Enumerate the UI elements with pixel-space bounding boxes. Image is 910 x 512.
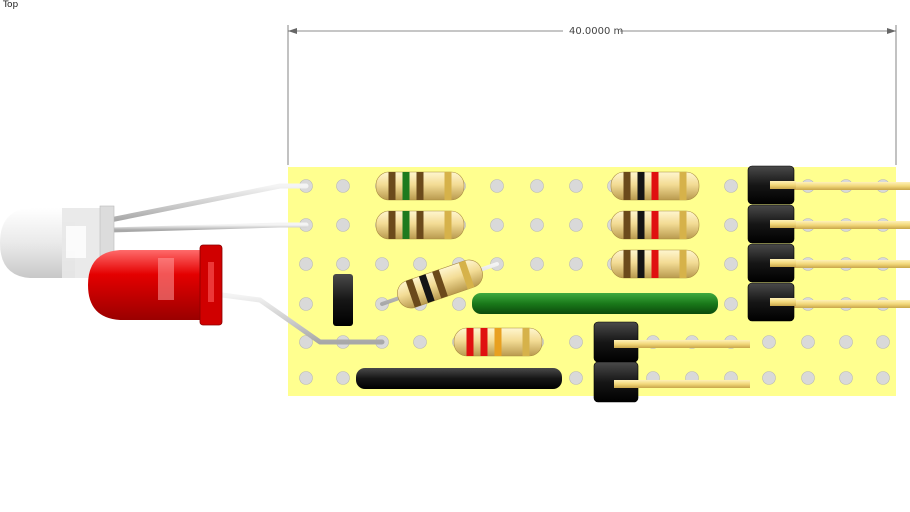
- resistor-band: [494, 328, 502, 356]
- header-4pin-pin-4: [770, 300, 910, 308]
- header-4pin-pin-stub: [770, 181, 796, 189]
- board-hole-r4-c1: [299, 297, 313, 311]
- view-label: Top: [3, 0, 19, 10]
- resistor-band: [402, 211, 410, 239]
- board-hole-r5-c14: [801, 335, 815, 349]
- resistor-band: [637, 211, 645, 239]
- resistor-band: [679, 172, 687, 200]
- resistor-r5[interactable]: [610, 249, 700, 279]
- resistor-band: [679, 250, 687, 278]
- led-leads: [107, 183, 385, 345]
- red-led-reflector: [208, 262, 214, 302]
- black-wire-link[interactable]: [345, 368, 578, 389]
- green-wire-link[interactable]: [460, 293, 728, 314]
- board-hole-r6-c16: [876, 371, 890, 385]
- resistor-band: [402, 172, 410, 200]
- red-led-highlight: [158, 258, 174, 300]
- resistor-band: [679, 211, 687, 239]
- header-4pin-pin-stub: [770, 220, 796, 228]
- resistor-r4[interactable]: [610, 210, 700, 240]
- resistor-band: [522, 328, 530, 356]
- header-4pin-pin-2: [770, 221, 910, 229]
- diode[interactable]: [333, 262, 353, 344]
- resistor-band: [444, 211, 452, 239]
- red-led-lead-2: [219, 292, 385, 345]
- board-hole-r1-c7: [530, 179, 544, 193]
- header-2pin-pin-1: [614, 340, 750, 348]
- board-hole-r2-c7: [530, 218, 544, 232]
- resistor-band: [388, 211, 396, 239]
- resistor-band: [623, 250, 631, 278]
- resistor-r6[interactable]: [394, 256, 486, 311]
- header-2pin-pin-stub: [614, 340, 640, 348]
- resistor-band: [416, 172, 424, 200]
- header-2pin-pin-stub: [614, 380, 640, 388]
- board-hole-r6-c1: [299, 371, 313, 385]
- resistors: [375, 171, 700, 357]
- header-4pin-pin-stub: [770, 298, 796, 306]
- black-wire-body: [356, 368, 562, 389]
- board-hole-r3-c4: [413, 257, 427, 271]
- stripboard[interactable]: [288, 167, 896, 396]
- white-led-dome: [0, 208, 75, 278]
- header-4pin-pin-stub: [770, 259, 796, 267]
- diode-body: [333, 274, 353, 326]
- red-led[interactable]: [88, 244, 223, 326]
- board-hole-r6-c14: [801, 371, 815, 385]
- dimension-label: 40.0000 m: [569, 26, 623, 37]
- white-led[interactable]: [0, 205, 115, 281]
- resistor-band: [623, 172, 631, 200]
- red-led-dome: [88, 250, 200, 320]
- resistor-band: [458, 260, 475, 290]
- dimension-arrow-left: [288, 28, 297, 34]
- resistor-r3[interactable]: [610, 171, 700, 201]
- resistor-band: [466, 328, 474, 356]
- resistor-band: [480, 328, 488, 356]
- board-hole-r5-c13: [762, 335, 776, 349]
- white-led-highlight: [66, 226, 86, 258]
- board-hole-r6-c13: [762, 371, 776, 385]
- board-hole-r5-c1: [299, 335, 313, 349]
- resistor-band: [651, 250, 659, 278]
- resistor-r1[interactable]: [375, 171, 465, 201]
- resistor-r7[interactable]: [453, 327, 543, 357]
- board-hole-r5-c15: [839, 335, 853, 349]
- board-hole-r6-c15: [839, 371, 853, 385]
- dimension-arrow-right: [887, 28, 896, 34]
- header-2pin-pin-2: [614, 380, 750, 388]
- header-4pin-pin-3: [770, 260, 910, 268]
- resistor-band: [432, 269, 448, 299]
- resistor-band: [623, 211, 631, 239]
- resistor-band: [405, 278, 422, 308]
- board-hole-r3-c7: [530, 257, 544, 271]
- resistor-band: [388, 172, 396, 200]
- header-4pin[interactable]: [747, 165, 910, 322]
- header-4pin-pin-1: [770, 182, 910, 190]
- header-2pin[interactable]: [593, 321, 750, 403]
- resistor-band: [651, 172, 659, 200]
- resistor-band: [637, 250, 645, 278]
- white-led-lead-1: [107, 183, 309, 223]
- resistor-band: [651, 211, 659, 239]
- resistor-band: [637, 172, 645, 200]
- dimension: 40.0000 m: [287, 25, 897, 165]
- white-led-lead-2: [107, 222, 309, 233]
- resistor-band: [444, 172, 452, 200]
- board-hole-r5-c16: [876, 335, 890, 349]
- resistor-band: [418, 274, 435, 303]
- resistor-band: [416, 211, 424, 239]
- green-wire-body: [472, 293, 718, 314]
- resistor-r2[interactable]: [375, 210, 465, 240]
